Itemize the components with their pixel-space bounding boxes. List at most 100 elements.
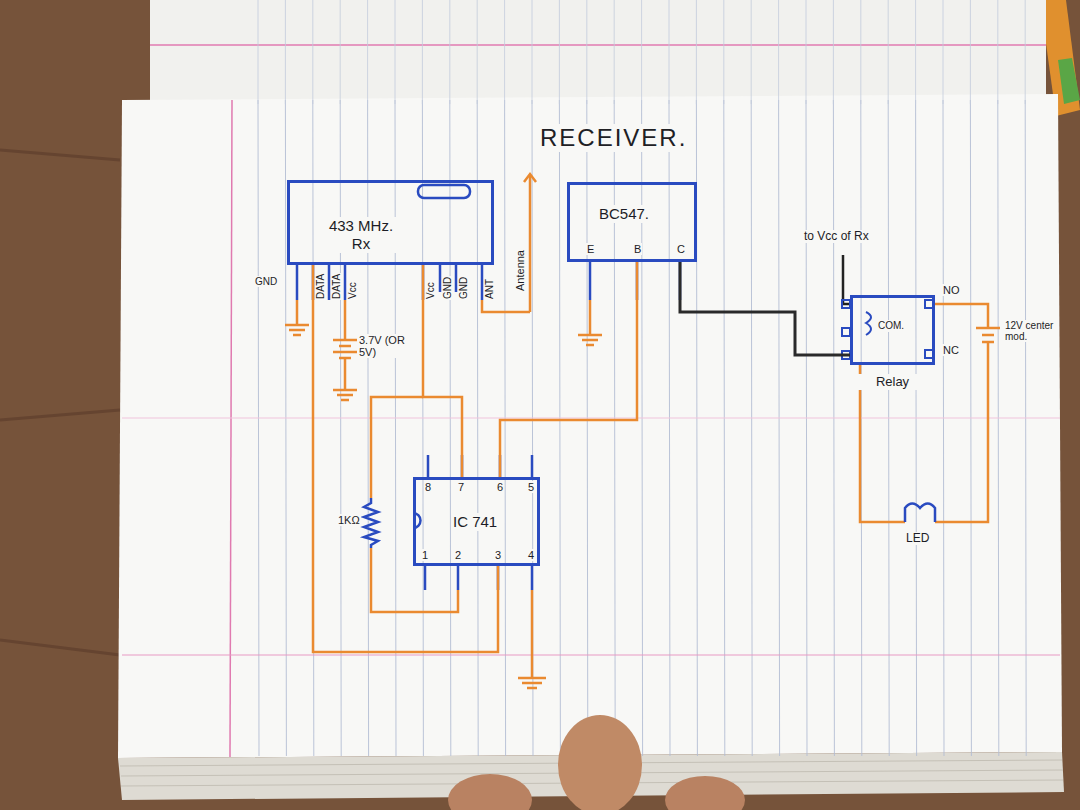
circuit-wire: [680, 262, 850, 355]
ruled-line: [916, 100, 917, 756]
ground-symbol: [285, 324, 309, 327]
finger: [665, 776, 745, 810]
wood-grain: [0, 640, 120, 655]
annotation: 1KΩ: [337, 514, 361, 526]
battery-plate: [982, 341, 994, 344]
margin-line: [122, 654, 1060, 655]
relay-pin: [925, 300, 933, 308]
ruled-line: [669, 100, 670, 756]
ruled-line: [888, 0, 889, 104]
vcc-wire: [843, 255, 850, 304]
pin-leg: [424, 566, 427, 590]
pin-leg: [427, 455, 430, 477]
relay-pins: [842, 300, 933, 359]
pin-name: DATA: [331, 273, 342, 300]
ruled-line: [395, 0, 396, 104]
pin-name: ANT: [484, 278, 495, 300]
wood-grain: [0, 150, 120, 160]
ruled-line: [641, 0, 642, 104]
ruled-line: [449, 0, 450, 104]
ground-symbols: [285, 325, 602, 688]
wires: [297, 174, 988, 678]
annotation: E: [586, 243, 595, 255]
ruled-lines: [258, 0, 1026, 756]
ruled-line: [970, 0, 971, 104]
relay-box: COM.Relay: [850, 295, 935, 365]
finger: [448, 774, 532, 810]
margin-line: [122, 418, 1060, 419]
ruled-line: [532, 0, 533, 104]
ruled-line: [723, 0, 724, 104]
ruled-line: [642, 100, 643, 756]
ruled-line: [751, 0, 752, 104]
annotation: NO: [942, 284, 961, 296]
node-label: COM.: [877, 320, 905, 332]
ground-symbol: [333, 389, 357, 392]
ground-symbol: [337, 394, 353, 397]
crystal-slot: [418, 185, 470, 198]
annotation: 2: [454, 549, 462, 561]
ruled-line: [285, 0, 286, 104]
annotation: NC: [942, 344, 960, 356]
antenna-tip: [524, 174, 536, 182]
pin-leg: [296, 265, 299, 300]
circuit-wire: [313, 265, 498, 652]
pin-name: Vcc: [425, 281, 436, 300]
marker-cap: [1058, 58, 1080, 104]
ruled-line: [943, 0, 944, 104]
pin-name: GND: [442, 276, 453, 300]
battery-plate: [982, 334, 994, 337]
annotation: to Vcc of Rx: [803, 230, 870, 243]
ground-symbol: [582, 339, 598, 342]
annotation: 8: [424, 481, 432, 493]
relay-coil: [866, 312, 871, 335]
node-label: BC547.: [598, 205, 650, 223]
ground-symbol: [289, 329, 305, 332]
ruled-line: [614, 100, 615, 756]
antenna-wire: [482, 300, 530, 312]
ruled-line: [367, 0, 368, 104]
ruled-line: [696, 0, 697, 104]
ground-symbol: [522, 682, 542, 685]
annotation: 3.7V (OR 5V): [358, 334, 412, 358]
pin-name: Antenna: [514, 249, 526, 292]
ground-wire: [589, 300, 592, 335]
battery-plate: [339, 345, 351, 348]
ruled-line: [587, 100, 588, 756]
pin-legs: [297, 262, 680, 590]
ruled-line: [312, 0, 313, 104]
ruled-line: [258, 0, 259, 104]
antenna: [529, 176, 532, 312]
ground-symbol: [578, 334, 602, 337]
margin-line: [150, 44, 1046, 46]
ground-symbol: [527, 687, 537, 690]
relay-wire: [935, 342, 988, 522]
ruled-line: [888, 100, 889, 756]
margin-line: [230, 100, 232, 757]
ruled-line: [997, 0, 998, 104]
ruled-line: [779, 100, 780, 756]
folded-page: [150, 0, 1046, 104]
annotation: 7: [457, 481, 465, 493]
ruled-line: [586, 0, 587, 104]
annotation: 6: [496, 481, 504, 493]
ground-symbol: [341, 399, 349, 402]
pin-leg: [481, 265, 484, 300]
ruled-line: [970, 100, 971, 756]
ruled-line: [368, 100, 369, 756]
ground-symbol: [518, 677, 546, 680]
battery-plate: [333, 339, 357, 342]
pin-name: GND: [458, 276, 469, 300]
ruled-line: [504, 0, 505, 104]
supply-wire: [344, 358, 347, 390]
diagram-title: RECEIVER.: [540, 124, 687, 152]
battery-plate: [976, 327, 1000, 330]
ruled-line: [833, 100, 834, 756]
receiver-module: 433 MHz. Rx: [287, 180, 494, 265]
relay-pin: [842, 300, 850, 308]
ground-wire: [296, 300, 299, 325]
pin-name: DATA: [315, 273, 326, 300]
pin-name: Vcc: [347, 281, 358, 300]
